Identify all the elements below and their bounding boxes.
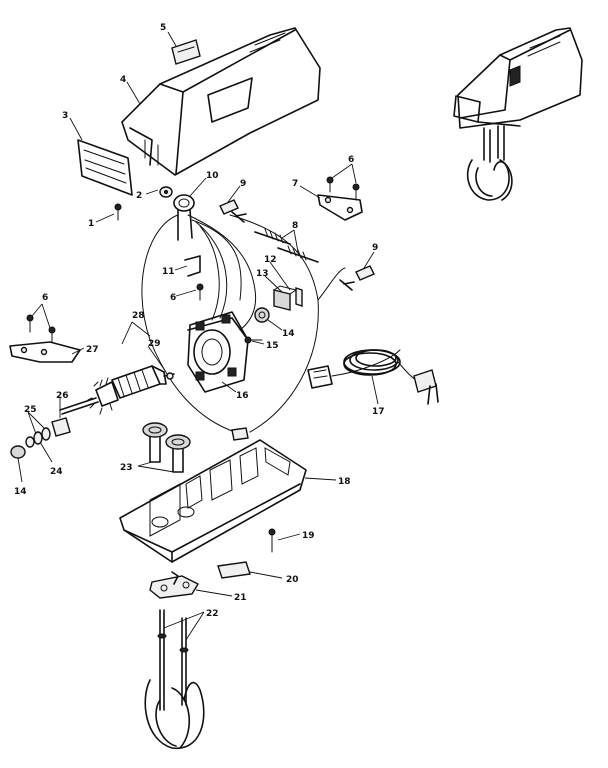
- part-8-brush-springs: [254, 228, 319, 263]
- part-14-bearing-left: [10, 445, 26, 459]
- part-15-screw: [244, 336, 263, 344]
- callout-15: 15: [266, 341, 279, 351]
- part-20-label: [217, 561, 251, 579]
- callout-2: 2: [136, 191, 142, 201]
- part-21-ejector-plate: [149, 571, 199, 599]
- part-6-screws-top-right: [326, 176, 360, 201]
- callout-6-center: 6: [170, 293, 176, 303]
- part-29-washer: [166, 372, 174, 380]
- part-9-brush-right: [339, 265, 375, 291]
- callout-12: 12: [264, 255, 277, 265]
- callout-labels: 5 4 3 1 2 10 9 7 6 8 9 11 6 12 13 14 15 …: [14, 23, 385, 619]
- part-4-housing-top: [121, 27, 321, 176]
- part-6-screw-center: [196, 283, 204, 301]
- part-23-gears: [142, 422, 191, 473]
- part-1-screw: [114, 203, 122, 221]
- part-26-sleeve: [51, 417, 71, 437]
- callout-28: 28: [132, 311, 145, 321]
- part-12-strip: [295, 287, 303, 307]
- part-18-housing-base: [119, 439, 307, 563]
- callout-7: 7: [292, 179, 298, 189]
- callout-11: 11: [162, 267, 175, 277]
- callout-29: 29: [148, 339, 161, 349]
- part-19-screw: [268, 528, 276, 553]
- part-28-armature: [59, 365, 175, 415]
- callout-21: 21: [234, 593, 247, 603]
- part-17-power-cord: [307, 349, 439, 405]
- callout-24: 24: [50, 467, 63, 477]
- callout-6-top-right: 6: [348, 155, 354, 165]
- part-9-brush-upper: [219, 199, 247, 223]
- part-7-bracket: [317, 194, 363, 221]
- callout-23: 23: [120, 463, 133, 473]
- callout-18: 18: [338, 477, 351, 487]
- callout-17: 17: [372, 407, 385, 417]
- callout-9-right: 9: [372, 243, 378, 253]
- callout-6-left: 6: [42, 293, 48, 303]
- callout-25: 25: [24, 405, 37, 415]
- callout-19: 19: [302, 531, 315, 541]
- part-22-beaters: [144, 609, 205, 749]
- part-3-nameplate: [77, 139, 133, 196]
- callout-8: 8: [292, 221, 298, 231]
- part-13-block: [273, 285, 298, 311]
- callout-27: 27: [86, 345, 99, 355]
- callout-14-right: 14: [282, 329, 295, 339]
- part-6-screws-left: [26, 314, 56, 343]
- callout-10: 10: [206, 171, 219, 181]
- part-24-washer: [25, 436, 35, 448]
- leader-lines: [17, 31, 379, 641]
- part-11-bracket: [184, 255, 201, 277]
- callout-1: 1: [88, 219, 94, 229]
- callout-3: 3: [62, 111, 68, 121]
- callout-26: 26: [56, 391, 69, 401]
- part-16-motor-field: [187, 311, 249, 393]
- callout-5: 5: [160, 23, 166, 33]
- callout-9-upper: 9: [240, 179, 246, 189]
- part-27-bracket: [9, 341, 81, 363]
- callout-13: 13: [256, 269, 269, 279]
- wiring-harness: [141, 214, 346, 433]
- callout-14-left: 14: [14, 487, 27, 497]
- part-5-switch-button: [171, 39, 201, 65]
- wire-connector: [231, 427, 249, 441]
- callout-20: 20: [286, 575, 299, 585]
- callout-16: 16: [236, 391, 249, 401]
- part-2-bushing: [159, 186, 173, 198]
- callout-22: 22: [206, 609, 219, 619]
- callout-4: 4: [120, 75, 126, 85]
- part-25-washers: [33, 427, 51, 445]
- part-10-switch-assembly: [173, 194, 195, 241]
- part-14-bearing-right: [254, 307, 270, 323]
- assembled-mixer-illustration: [453, 27, 583, 201]
